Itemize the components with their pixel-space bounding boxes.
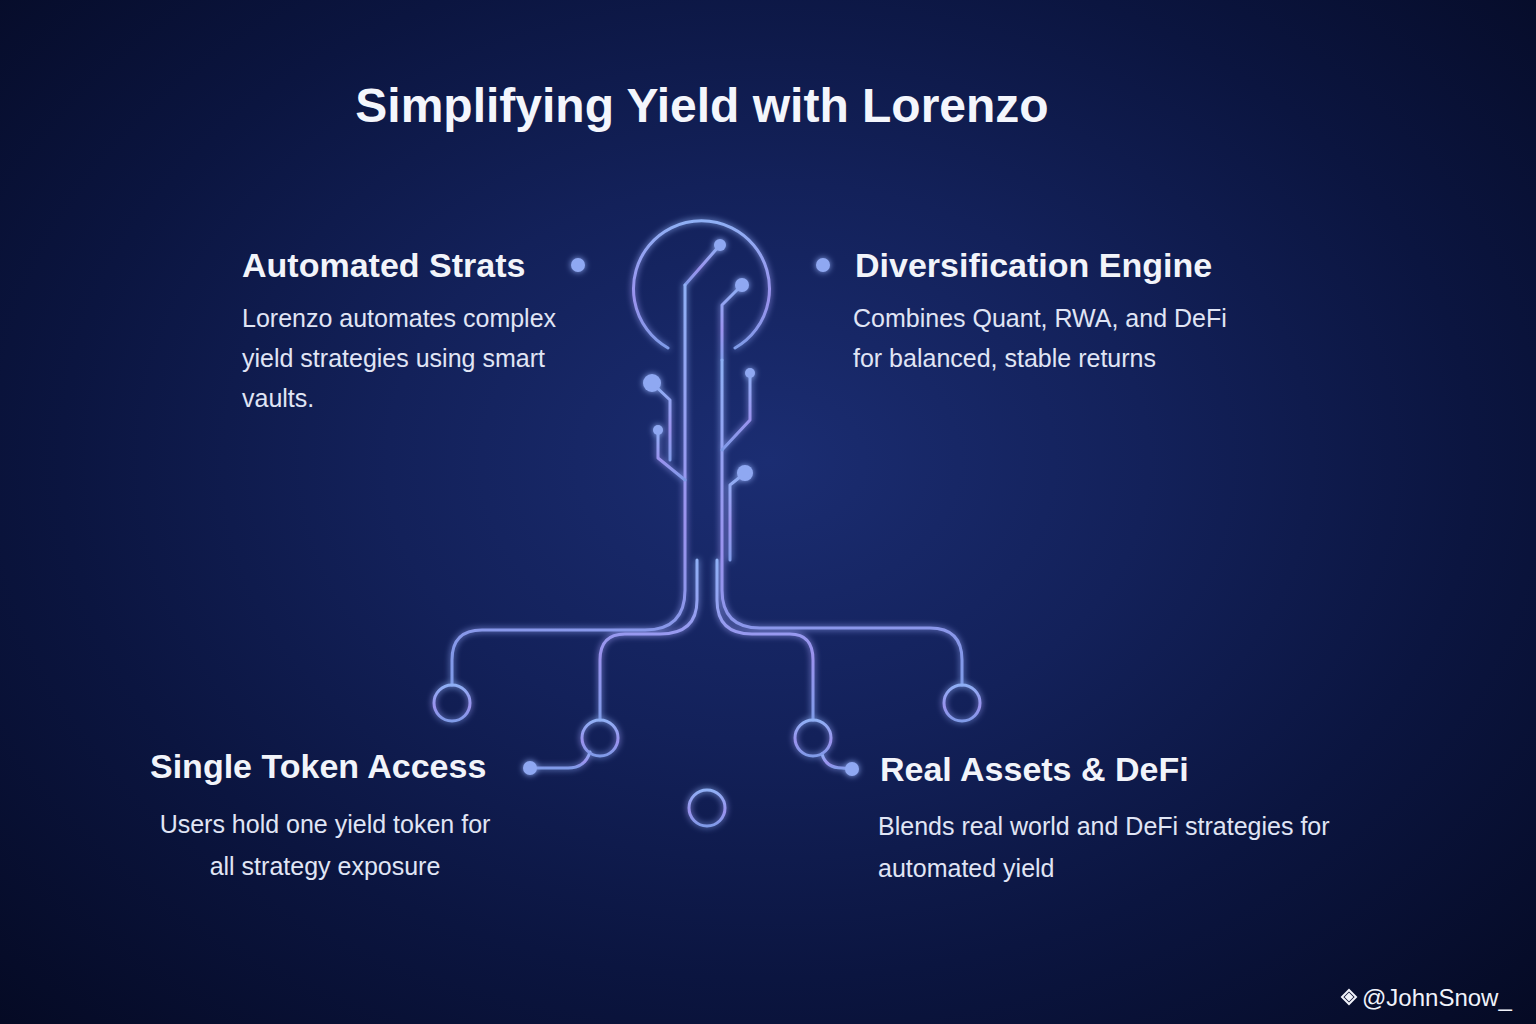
section-body: Users hold one yield token for all strat… xyxy=(155,803,495,887)
watermark-icon xyxy=(1342,990,1356,1004)
section-body: Lorenzo automates complex yield strategi… xyxy=(242,298,592,418)
circuit-dots xyxy=(523,239,859,776)
section-body: Blends real world and DeFi strategies fo… xyxy=(878,805,1348,889)
section-heading: Single Token Access xyxy=(150,745,510,787)
section-body: Combines Quant, RWA, and DeFi for balanc… xyxy=(853,298,1251,378)
watermark: @JohnSnow_ xyxy=(1362,984,1532,1012)
section-heading: Diversification Engine xyxy=(855,244,1295,286)
section-heading: Real Assets & DeFi xyxy=(880,748,1300,790)
section-heading: Automated Strats xyxy=(242,244,622,286)
title: Simplifying Yield with Lorenzo xyxy=(302,78,1102,133)
